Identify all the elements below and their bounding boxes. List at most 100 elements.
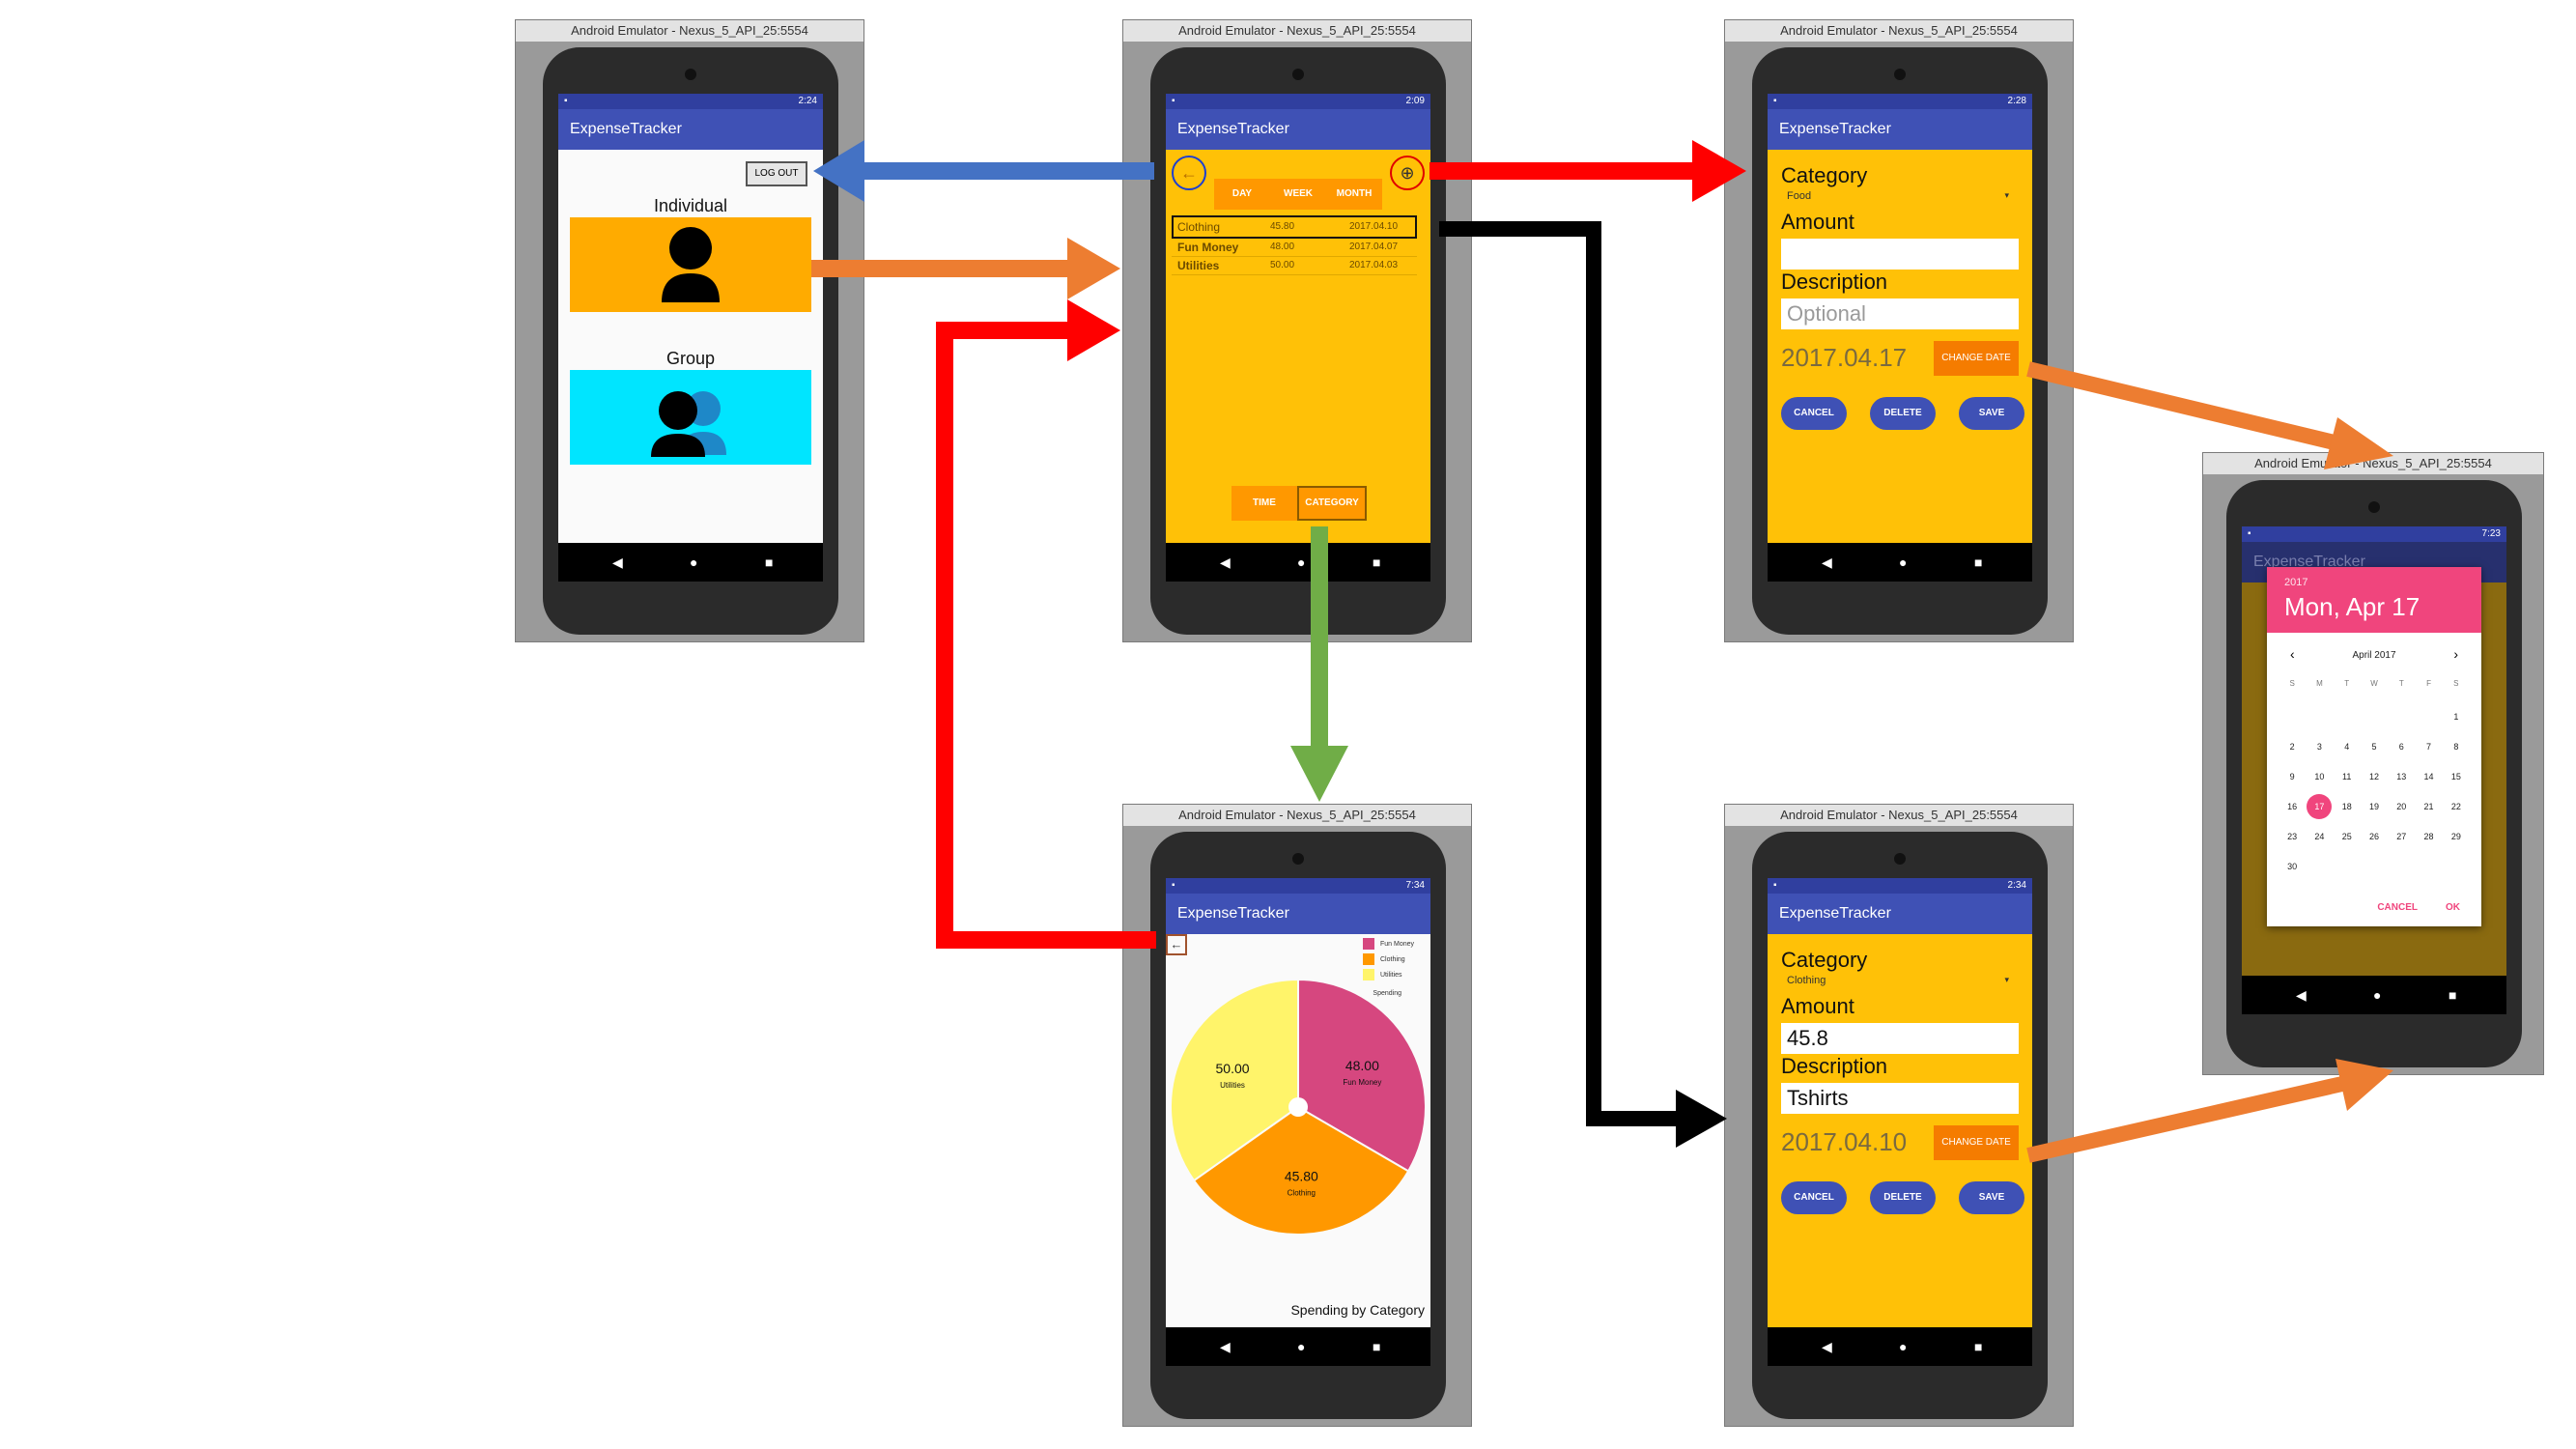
recents-nav-icon[interactable]: ■ (1974, 1339, 1983, 1354)
add-button[interactable]: ⊕ (1390, 156, 1425, 190)
tab-time[interactable]: TIME (1253, 497, 1276, 508)
expense-list: Clothing 45.80 2017.04.10 Fun Money 48.0… (1172, 215, 1417, 275)
amount-field[interactable]: 45.8 (1781, 1023, 2019, 1054)
calendar-day[interactable]: 19 (2368, 802, 2379, 811)
calendar-day[interactable]: 21 (2423, 802, 2434, 811)
tab-category[interactable]: CATEGORY (1297, 486, 1367, 521)
status-bar: ▪7:23 (2242, 526, 2506, 542)
cancel-button[interactable]: CANCEL (1781, 1181, 1847, 1214)
calendar-day[interactable]: 25 (2341, 832, 2352, 841)
back-nav-icon[interactable]: ◀ (1220, 1339, 1231, 1354)
camera (2368, 501, 2380, 513)
dialog-ok-button[interactable]: OK (2446, 902, 2460, 913)
phone-body: ▪2:24 ExpenseTracker LOG OUT Individual … (543, 47, 838, 635)
calendar-day[interactable]: 20 (2396, 802, 2407, 811)
calendar-day[interactable]: 10 (2314, 772, 2325, 781)
form-content: Category Clothing ▾ Amount 45.8 Descript… (1768, 934, 2032, 1327)
calendar-day[interactable]: 9 (2289, 772, 2295, 781)
calendar-day[interactable]: 5 (2371, 742, 2377, 752)
delete-button[interactable]: DELETE (1870, 1181, 1936, 1214)
selected-day[interactable]: 17 (2307, 794, 2333, 819)
table-row[interactable]: Fun Money 48.00 2017.04.07 (1172, 239, 1417, 257)
amount-field[interactable] (1781, 239, 2019, 270)
app-title: ExpenseTracker (1166, 109, 1430, 150)
calendar-day[interactable]: 29 (2450, 832, 2461, 841)
year-label[interactable]: 2017 (2284, 577, 2308, 588)
recents-nav-icon[interactable]: ■ (1974, 554, 1983, 570)
category-select[interactable]: Food ▾ (1781, 190, 2019, 208)
recents-nav-icon[interactable]: ■ (1373, 1339, 1381, 1354)
individual-button[interactable] (570, 217, 811, 312)
change-date-button[interactable]: CHANGE DATE (1934, 341, 2019, 376)
description-field[interactable]: Tshirts (1781, 1083, 2019, 1114)
calendar-day[interactable]: 14 (2423, 772, 2434, 781)
calendar-day[interactable]: 8 (2453, 742, 2459, 752)
home-nav-icon[interactable]: ● (1297, 1339, 1306, 1354)
back-nav-icon[interactable]: ◀ (1822, 554, 1832, 570)
back-nav-icon[interactable]: ◀ (2296, 987, 2307, 1003)
calendar-day[interactable]: 28 (2423, 832, 2434, 841)
back-nav-icon[interactable]: ◀ (612, 554, 623, 570)
tab-month[interactable]: MONTH (1336, 188, 1373, 199)
back-button[interactable]: ← (1172, 156, 1206, 190)
individual-label: Individual (653, 196, 728, 215)
recents-nav-icon[interactable]: ■ (1373, 554, 1381, 570)
pie-slice[interactable] (1192, 1105, 1410, 1236)
calendar-day[interactable]: 4 (2344, 742, 2350, 752)
cancel-button[interactable]: CANCEL (1781, 397, 1847, 430)
home-nav-icon[interactable]: ● (1899, 1339, 1908, 1354)
screen-list: ▪2:09 ExpenseTracker ← ⊕ DAY WEEK MONTH … (1166, 94, 1430, 582)
chart-back-button[interactable]: ← (1166, 934, 1187, 955)
tab-week[interactable]: WEEK (1284, 188, 1313, 199)
calendar-day[interactable]: 23 (2287, 832, 2298, 841)
calendar-day[interactable]: 15 (2450, 772, 2461, 781)
recents-nav-icon[interactable]: ■ (765, 554, 774, 570)
calendar-day[interactable]: 26 (2368, 832, 2379, 841)
pie-slice[interactable] (1170, 978, 1299, 1182)
prev-month-icon[interactable]: ‹ (2290, 646, 2295, 662)
description-field[interactable]: Optional (1781, 298, 2019, 329)
home-nav-icon[interactable]: ● (1297, 554, 1306, 570)
calendar-day[interactable]: 18 (2341, 802, 2352, 811)
back-nav-icon[interactable]: ◀ (1822, 1339, 1832, 1354)
home-nav-icon[interactable]: ● (1899, 554, 1908, 570)
calendar-day[interactable]: 1 (2453, 712, 2459, 722)
chart-caption: Spending by Category (1290, 1302, 1425, 1318)
calendar-day[interactable]: 11 (2342, 772, 2352, 781)
calendar-day[interactable]: 16 (2287, 802, 2298, 811)
slice-category-label: Clothing (1288, 1188, 1316, 1197)
calendar-day[interactable]: 13 (2396, 772, 2407, 781)
table-row[interactable]: Clothing 45.80 2017.04.10 (1172, 215, 1417, 239)
slice-category-label: Utilities (1220, 1081, 1245, 1090)
table-row[interactable]: Utilities 50.00 2017.04.03 (1172, 257, 1417, 275)
dialog-cancel-button[interactable]: CANCEL (2377, 902, 2418, 913)
change-date-button[interactable]: CHANGE DATE (1934, 1125, 2019, 1160)
legend-label: Clothing (1380, 956, 1405, 963)
group-button[interactable] (570, 370, 811, 465)
delete-button[interactable]: DELETE (1870, 397, 1936, 430)
calendar-day[interactable]: 7 (2426, 742, 2432, 752)
calendar-day[interactable]: 27 (2396, 832, 2407, 841)
calendar-day[interactable]: 2 (2289, 742, 2295, 752)
home-nav-icon[interactable]: ● (690, 554, 698, 570)
save-button[interactable]: SAVE (1959, 397, 2024, 430)
save-button[interactable]: SAVE (1959, 1181, 2024, 1214)
calendar-day[interactable]: 22 (2450, 802, 2461, 811)
arrow-edit-to-datepicker (2026, 1059, 2393, 1163)
calendar-day[interactable]: 30 (2287, 862, 2298, 871)
logout-button[interactable]: LOG OUT (746, 161, 807, 186)
tab-day[interactable]: DAY (1231, 188, 1253, 199)
calendar-day[interactable]: 24 (2314, 832, 2325, 841)
pie-slice[interactable] (1297, 978, 1427, 1173)
recents-nav-icon[interactable]: ■ (2449, 987, 2457, 1003)
back-nav-icon[interactable]: ◀ (1220, 554, 1231, 570)
calendar-day[interactable]: 12 (2368, 772, 2379, 781)
calendar-day[interactable]: 6 (2398, 742, 2404, 752)
home-nav-icon[interactable]: ● (2373, 987, 2382, 1003)
calendar-day[interactable]: 3 (2316, 742, 2322, 752)
category-select[interactable]: Clothing ▾ (1781, 975, 2019, 992)
next-month-icon[interactable]: › (2453, 646, 2458, 662)
calendar-day[interactable]: 17 (2306, 794, 2333, 824)
